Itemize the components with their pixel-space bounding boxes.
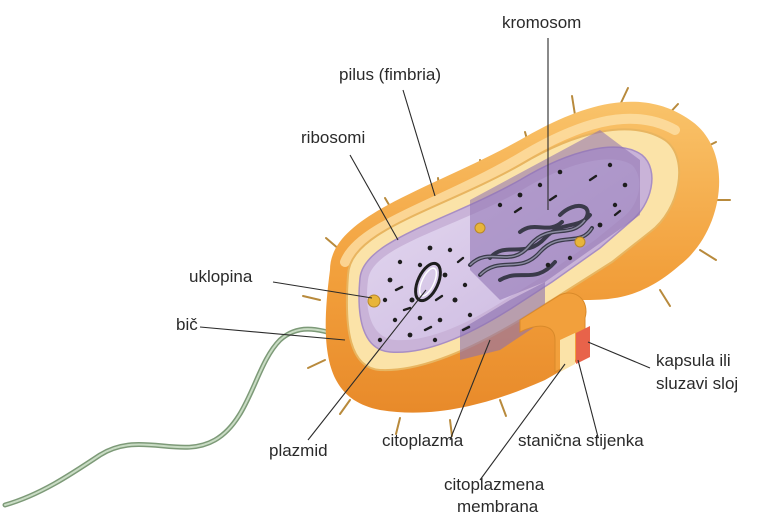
label-citoplazmena-1: citoplazmena — [444, 474, 544, 496]
label-citoplazmena-2: membrana — [457, 496, 538, 518]
label-bic: bič — [176, 314, 198, 336]
label-kapsula-1: kapsula ili — [656, 350, 731, 372]
label-stanicna: stanična stijenka — [518, 430, 644, 452]
label-ribosomi: ribosomi — [301, 127, 365, 149]
label-plazmid: plazmid — [269, 440, 328, 462]
label-uklopina: uklopina — [189, 266, 252, 288]
label-pilus: pilus (fimbria) — [339, 64, 441, 86]
label-citoplazma: citoplazma — [382, 430, 463, 452]
label-kapsula-2: sluzavi sloj — [656, 373, 738, 395]
flagellum — [5, 329, 350, 505]
label-kromosom: kromosom — [502, 12, 581, 34]
